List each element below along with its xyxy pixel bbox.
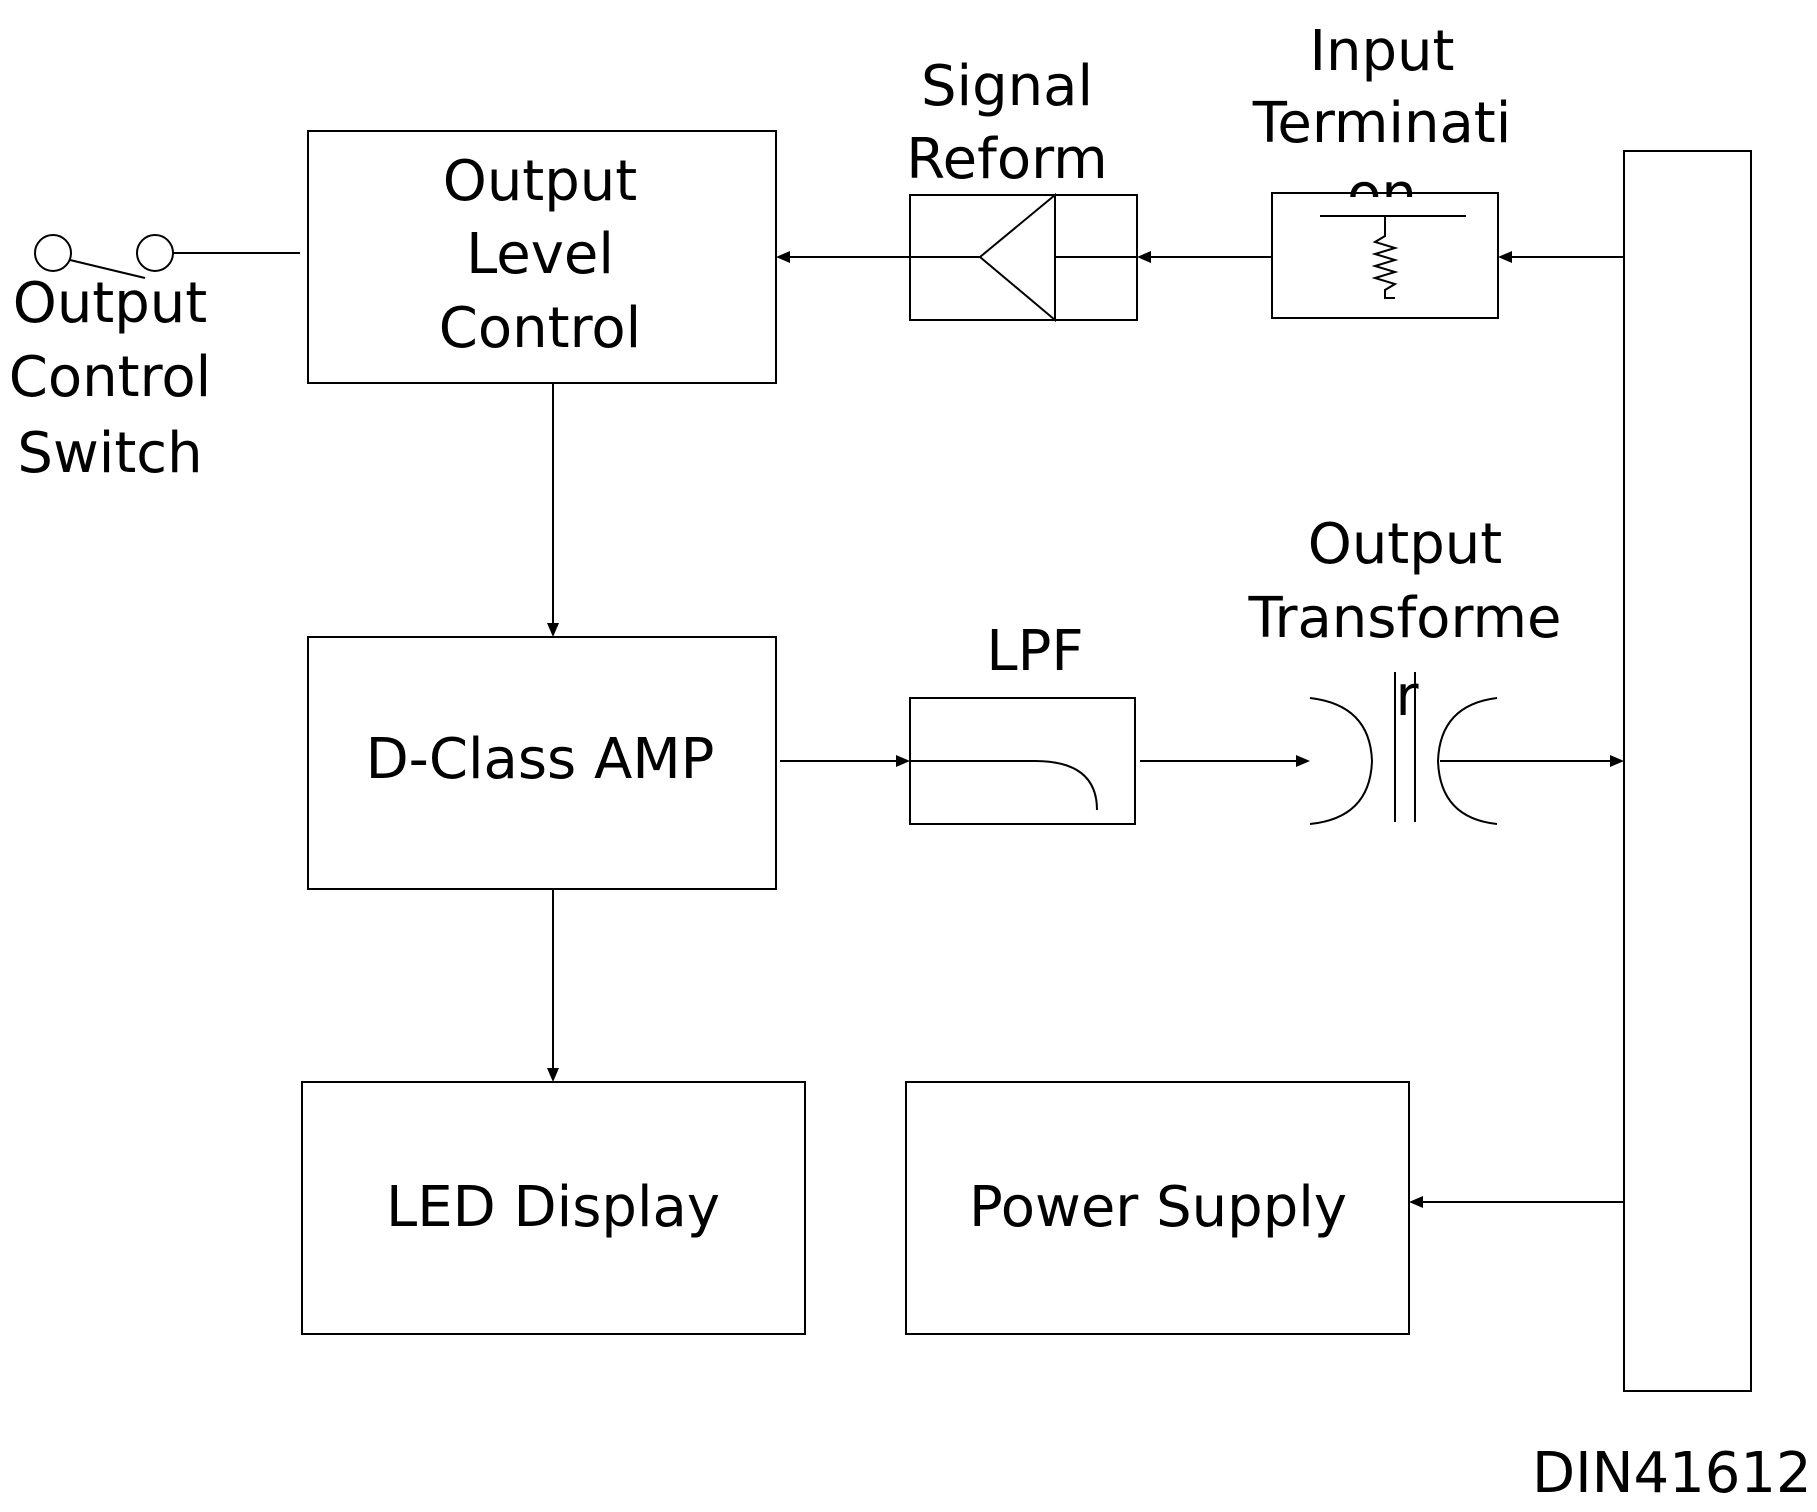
wire-input-termination-to-signal-reform	[1137, 251, 1272, 263]
arrow-left-icon	[1137, 251, 1151, 263]
wire-output-level-control-to-d-class-amp	[547, 383, 559, 637]
arrow-left-icon	[1409, 1196, 1423, 1208]
output-level-control-label-line3: Control	[439, 296, 641, 361]
input-termination-label-line2: Terminati	[1252, 91, 1512, 156]
lowpass-curve-icon	[910, 760, 1098, 811]
input-termination-block: Input Terminati on	[1252, 19, 1512, 319]
input-termination-label-line1: Input	[1309, 19, 1454, 84]
arrow-right-icon	[1610, 755, 1624, 767]
amplifier-triangle-icon	[910, 192, 1137, 323]
output-level-control-label-line2: Level	[466, 222, 614, 287]
arrow-left-icon	[776, 251, 790, 263]
output-control-switch-label-line1: Output	[13, 271, 208, 336]
power-supply-label: Power Supply	[969, 1175, 1347, 1240]
signal-reform-label-line1: Signal	[921, 54, 1093, 119]
wire-transformer-to-connector	[1440, 755, 1624, 767]
wire-connector-to-input-termination	[1498, 251, 1624, 263]
din41612-label: DIN41612	[1532, 1441, 1812, 1506]
signal-reform-label-line2: Reform	[906, 127, 1107, 192]
switch-icon	[34, 234, 300, 279]
lpf-block: LPF	[909, 619, 1136, 825]
output-transformer-label-line1: Output	[1308, 512, 1503, 577]
wire-signal-reform-to-output-level-control	[776, 251, 910, 263]
wire-connector-to-power-supply	[1409, 1196, 1624, 1208]
led-display-label: LED Display	[386, 1175, 720, 1240]
arrow-down-icon	[547, 623, 559, 637]
output-level-control-block: Output Level Control	[307, 130, 777, 384]
resistor-icon	[1320, 215, 1466, 299]
lpf-label: LPF	[986, 619, 1083, 684]
arrow-left-icon	[1498, 251, 1512, 263]
wire-d-class-amp-to-lpf	[780, 755, 910, 767]
output-control-switch-label-line3: Switch	[17, 421, 202, 486]
output-transformer-block: Output Transforme r	[1247, 512, 1562, 825]
d-class-amp-block: D-Class AMP	[307, 636, 777, 890]
output-transformer-label-line2: Transforme	[1247, 586, 1561, 651]
output-control-switch-label-line2: Control	[9, 345, 211, 410]
signal-reform-block: Signal Reform	[906, 54, 1138, 323]
din41612-connector: DIN41612	[1532, 150, 1812, 1506]
output-level-control-label-line1: Output	[443, 149, 638, 214]
wire-d-class-amp-to-led-display	[547, 889, 559, 1082]
arrow-right-icon	[1296, 755, 1310, 767]
transformer-icon	[1309, 672, 1498, 825]
output-control-switch: Output Control Switch	[9, 234, 300, 486]
power-supply-block: Power Supply	[905, 1081, 1410, 1335]
arrow-right-icon	[896, 755, 910, 767]
d-class-amp-label: D-Class AMP	[366, 727, 715, 792]
led-display-block: LED Display	[301, 1081, 806, 1335]
wire-lpf-to-transformer	[1140, 755, 1310, 767]
signal-wires	[547, 251, 1624, 1208]
arrow-down-icon	[547, 1068, 559, 1082]
